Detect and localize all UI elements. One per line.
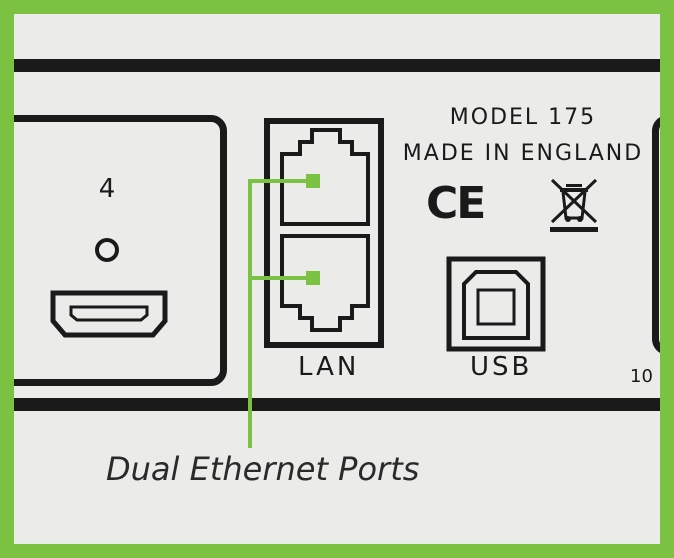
hdmi-input-number: 4 <box>98 174 116 204</box>
hdmi-port-icon <box>50 290 168 338</box>
callout-dot-top <box>306 174 320 188</box>
model-number: MODEL 175 <box>449 105 597 130</box>
callout-label: Dual Ethernet Ports <box>106 450 420 488</box>
usb-b-port-icon <box>446 256 546 352</box>
callout-line-top <box>248 179 316 448</box>
partial-label: 10 <box>630 366 653 387</box>
usb-label: USB <box>470 352 533 382</box>
lan-label: LAN <box>298 352 360 382</box>
made-in-text: MADE IN ENGLAND <box>402 141 644 166</box>
ethernet-port-icon <box>264 118 384 348</box>
top-rail <box>14 59 660 72</box>
callout-dot-bottom <box>306 271 320 285</box>
weee-crossed-bin-icon <box>550 178 598 232</box>
rear-panel: 4 LAN MODEL 175 MADE IN ENGLAND CE <box>14 14 660 544</box>
ce-mark-icon: CE <box>426 178 486 229</box>
hdmi-input-box <box>14 115 227 386</box>
hdmi-status-led <box>95 238 119 262</box>
bottom-rail <box>14 398 660 411</box>
